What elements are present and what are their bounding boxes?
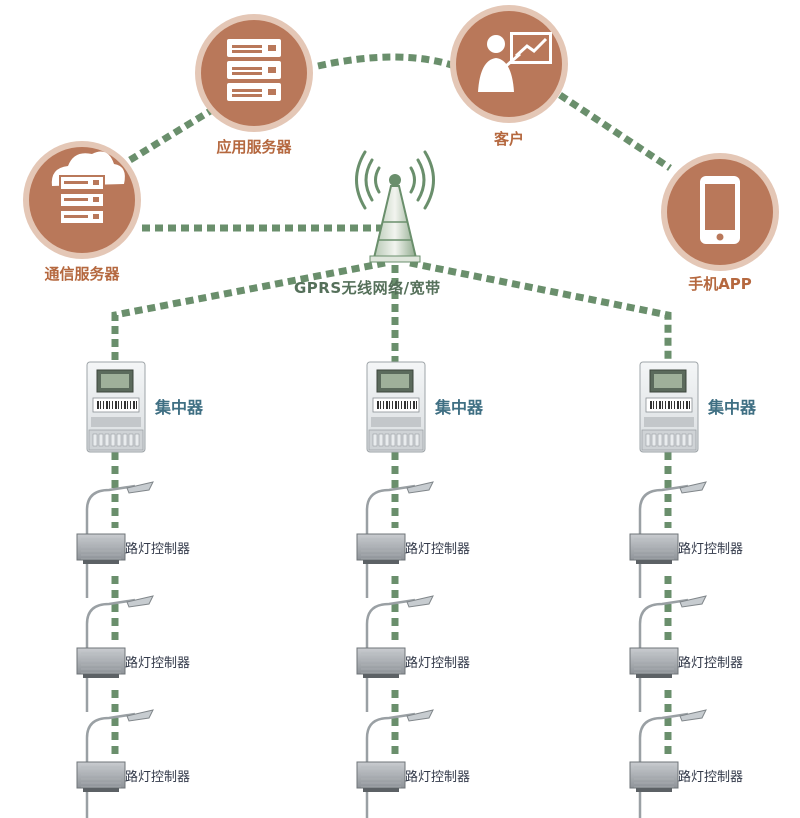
app-server-node (195, 14, 313, 132)
mobile-app-node (661, 153, 779, 271)
column-3 (629, 361, 707, 818)
controller-label: 路灯控制器 (678, 656, 744, 671)
concentrator-label: 集中器 (435, 398, 484, 417)
concentrator-meter-icon (366, 361, 426, 453)
link-app-server-client (317, 53, 457, 70)
cloud-server-icon (51, 151, 125, 225)
client-label: 客户 (493, 130, 524, 148)
link-client-mobile (558, 92, 672, 171)
column-1 (76, 361, 154, 818)
controller-box-icon (76, 533, 126, 564)
street-light-controller (629, 709, 707, 818)
street-light-controller (76, 481, 154, 598)
smartphone-icon (700, 176, 740, 244)
top-links (111, 53, 672, 362)
street-lamp-icon (85, 481, 154, 598)
mobile-app-label: 手机APP (688, 275, 752, 293)
controller-box-icon (356, 533, 406, 564)
comm-server-label: 通信服务器 (44, 265, 120, 283)
street-light-controller (356, 481, 434, 598)
controller-label: 路灯控制器 (678, 770, 744, 785)
link-tower-col1 (111, 259, 386, 362)
controller-label: 路灯控制器 (405, 656, 471, 671)
street-lamp-icon (638, 709, 707, 818)
street-lamp-icon (365, 709, 434, 818)
concentrator-label: 集中器 (708, 398, 757, 417)
controller-label: 路灯控制器 (405, 770, 471, 785)
network-label: GPRS无线网络/宽带 (294, 279, 441, 297)
street-lamp-icon (85, 709, 154, 818)
controller-box-icon (356, 647, 406, 678)
concentrator-meter-icon (639, 361, 699, 453)
street-light-controller (629, 595, 707, 712)
link-comm-app-server (128, 107, 214, 163)
street-lamp-icon (638, 595, 707, 712)
controller-box-icon (629, 761, 679, 792)
street-lamp-icon (365, 595, 434, 712)
street-light-controller (76, 595, 154, 712)
street-lamp-icon (365, 481, 434, 598)
street-light-controller (629, 481, 707, 598)
controller-box-icon (356, 761, 406, 792)
controller-label: 路灯控制器 (405, 542, 471, 557)
controller-box-icon (76, 647, 126, 678)
street-light-controller (76, 709, 154, 818)
controller-box-icon (629, 533, 679, 564)
controller-box-icon (76, 761, 126, 792)
street-lamp-icon (85, 595, 154, 712)
controller-label: 路灯控制器 (125, 656, 191, 671)
app-server-label: 应用服务器 (216, 138, 292, 156)
comm-server-node (23, 141, 141, 259)
street-light-controller (356, 595, 434, 712)
client-node (450, 5, 568, 123)
controller-label: 路灯控制器 (678, 542, 744, 557)
street-lamp-icon (638, 481, 707, 598)
signal-tower-icon (355, 150, 435, 263)
server-rack-icon (227, 39, 281, 101)
presenter-chart-icon (478, 32, 552, 92)
concentrator-label: 集中器 (155, 398, 204, 417)
controller-box-icon (629, 647, 679, 678)
controller-label: 路灯控制器 (125, 770, 191, 785)
columns-layer (76, 361, 707, 818)
street-light-controller (356, 709, 434, 818)
link-tower-col3 (409, 259, 672, 362)
concentrator-meter-icon (86, 361, 146, 453)
column-2 (356, 361, 434, 818)
controller-label: 路灯控制器 (125, 542, 191, 557)
